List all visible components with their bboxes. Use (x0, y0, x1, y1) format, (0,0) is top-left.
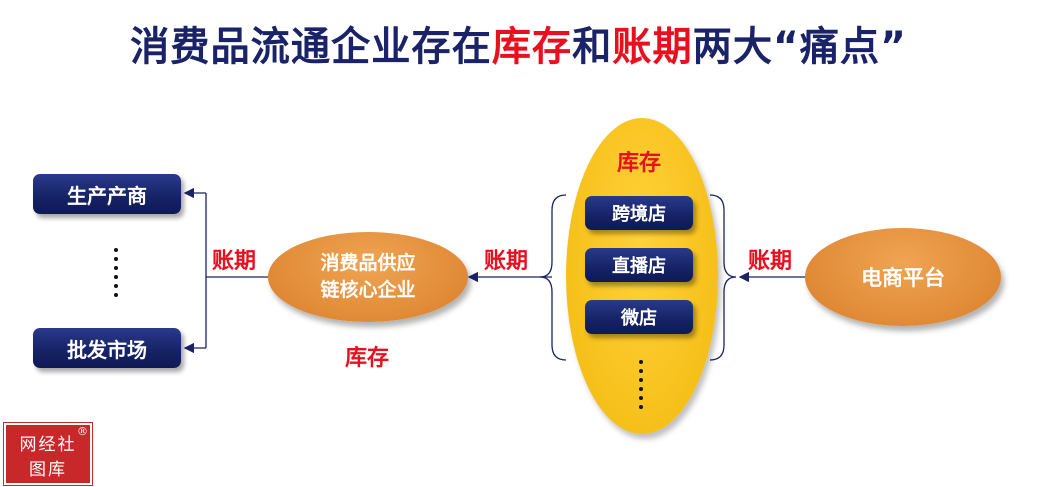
title-highlight-payment: 账期 (612, 24, 693, 70)
watermark-logo: 网经社 图库 ® (3, 422, 93, 486)
registered-mark: ® (77, 425, 88, 438)
page-title: 消费品流通企业存在库存和账期两大“痛点” (10, 14, 1026, 72)
store-label: 微店 (621, 308, 657, 329)
store-box-micro: 微店 (585, 300, 693, 334)
core-enterprise-line2: 链核心企业 (320, 279, 416, 301)
payment-term-label-left: 账期 (212, 249, 257, 274)
payment-term-label-right: 账期 (748, 249, 793, 274)
store-box-live-stream: 直播店 (585, 248, 693, 282)
producer-label: 生产产商 (67, 183, 147, 208)
more-ellipsis-left (114, 248, 118, 297)
platform-label: 电商平台 (861, 266, 945, 290)
store-box-cross-border: 跨境店 (585, 196, 693, 230)
watermark-line2: 图库 (29, 460, 67, 480)
store-label: 跨境店 (612, 204, 666, 225)
title-part1: 消费品流通企业存在 (130, 24, 492, 70)
wholesale-market-label: 批发市场 (67, 337, 147, 362)
payment-term-label-mid: 账期 (484, 249, 529, 274)
wholesale-market-box: 批发市场 (33, 328, 181, 368)
inventory-label-stores: 库存 (617, 151, 662, 176)
core-enterprise-line1: 消费品供应 (320, 252, 416, 274)
watermark-line1: 网经社 (19, 435, 77, 455)
store-label: 直播店 (612, 256, 666, 277)
inventory-label-core: 库存 (345, 346, 390, 371)
ecommerce-platform-ellipse: 电商平台 (805, 228, 1001, 326)
more-ellipsis-stores (639, 360, 643, 409)
core-enterprise-ellipse: 消费品供应 链核心企业 (268, 232, 468, 322)
producer-box: 生产产商 (33, 174, 181, 214)
title-part3: 两大“痛点” (692, 24, 907, 70)
title-highlight-inventory: 库存 (491, 24, 573, 70)
title-part2: 和 (572, 24, 613, 70)
